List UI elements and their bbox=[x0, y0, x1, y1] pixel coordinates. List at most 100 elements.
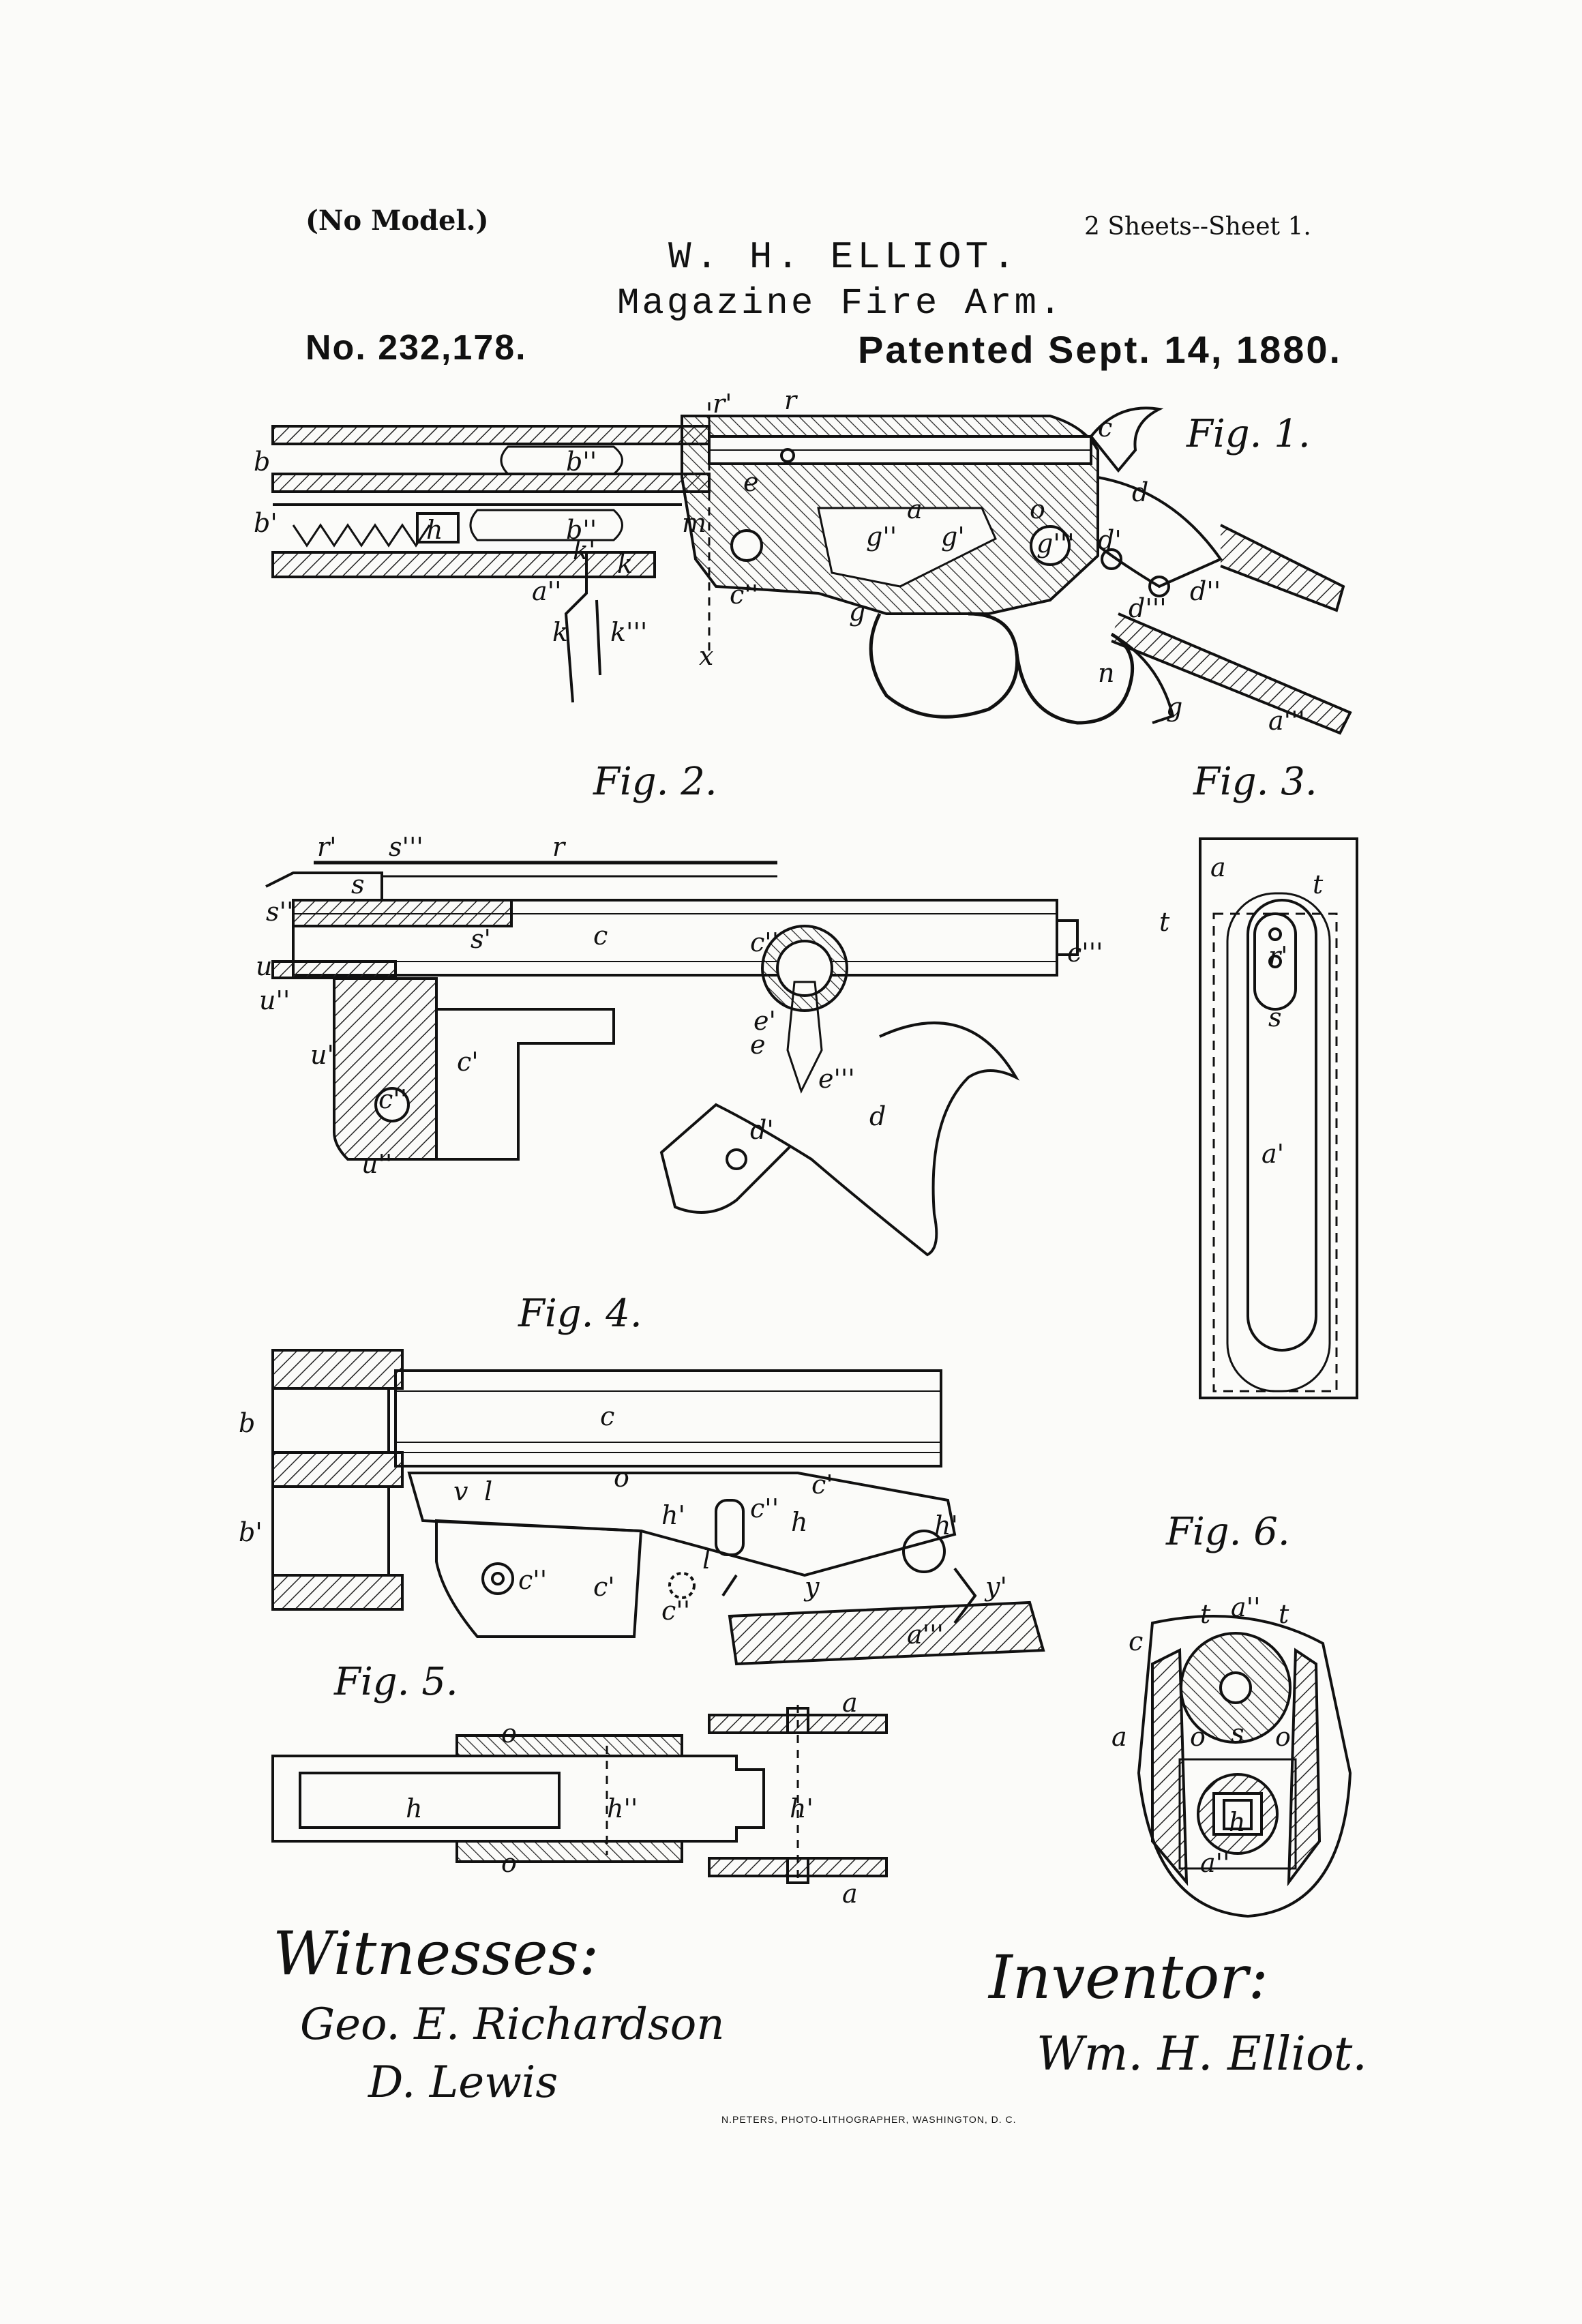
ref-fig1-b-dbl: b'' bbox=[566, 447, 597, 477]
ref-fig6-h: h bbox=[1229, 1807, 1245, 1837]
inventor-name-heading: W. H. ELLIOT. bbox=[668, 235, 1019, 279]
sheet-count: 2 Sheets--Sheet 1. bbox=[1084, 213, 1311, 241]
ref-fig4-c-dbl: c'' bbox=[518, 1565, 547, 1595]
fig2-carrier-arm bbox=[333, 977, 438, 1161]
ref-fig2-c-prime: c' bbox=[457, 1047, 479, 1077]
ref-fig1-k-2: k bbox=[552, 617, 568, 647]
ref-fig3-a: a bbox=[1210, 852, 1226, 882]
ref-fig4-c-dbl-2: c'' bbox=[750, 1493, 779, 1523]
witnesses-label: Witnesses: bbox=[273, 1918, 599, 1988]
ref-fig4-h-prime: h' bbox=[661, 1500, 685, 1530]
ref-fig1-k-prime: k' bbox=[573, 535, 595, 565]
ref-fig2-d-prime: d' bbox=[750, 1115, 774, 1145]
fig1-magazine-bottom-wall bbox=[271, 551, 656, 578]
fig1-stock-upper bbox=[1220, 524, 1345, 612]
ref-fig4-l: l bbox=[484, 1476, 492, 1506]
ref-fig2-u-dbl: u'' bbox=[259, 985, 290, 1015]
ref-fig1-b-dbl-2: b'' bbox=[566, 515, 597, 545]
ref-fig5-h-prime: h' bbox=[790, 1793, 814, 1823]
ref-fig6-s: s bbox=[1231, 1718, 1244, 1748]
fig1-cartridge-lower bbox=[469, 509, 623, 541]
ref-fig6-o-left: o bbox=[1190, 1722, 1206, 1752]
fig4-lever-pivot bbox=[902, 1530, 946, 1573]
witness-1-signature: Geo. E. Richardson bbox=[300, 1999, 725, 2050]
ref-fig1-d2: d'' bbox=[1190, 576, 1221, 606]
ref-fig1-r: r bbox=[784, 385, 799, 415]
fig4-barrel-top-wall bbox=[271, 1349, 404, 1390]
figure-4 bbox=[271, 1349, 1045, 1666]
fig3-slot bbox=[1247, 899, 1317, 1352]
ref-fig1-g: g bbox=[849, 597, 865, 627]
ref-fig2-s-triple: s''' bbox=[389, 832, 423, 862]
fig2-carrier-block bbox=[436, 1008, 615, 1161]
ref-fig2-u-dbl-2: u'' bbox=[361, 1149, 392, 1179]
figure-6 bbox=[1137, 1615, 1352, 1918]
ref-fig1-a-dbl: a'' bbox=[532, 576, 562, 606]
ref-fig2-s-dbl: s'' bbox=[266, 897, 293, 927]
ref-fig5-o-bottom: o bbox=[501, 1848, 517, 1878]
inventor-signature: Wm. H. Elliot. bbox=[1036, 2027, 1367, 2081]
ref-fig4-a-triple: a''' bbox=[907, 1620, 944, 1650]
ref-fig4-c-prime-top: c' bbox=[811, 1470, 833, 1500]
caption-fig-2: Fig. 2. bbox=[593, 760, 717, 804]
patent-title: Magazine Fire Arm. bbox=[617, 283, 1064, 325]
ref-fig1-d: d bbox=[1132, 477, 1148, 507]
fig1-cartridge-upper bbox=[500, 445, 623, 475]
ref-fig2-u-prime: u' bbox=[310, 1040, 334, 1070]
fig1-stock-lower bbox=[1111, 612, 1352, 735]
ref-fig1-e: e bbox=[743, 467, 759, 497]
fig5-lever-plan bbox=[271, 1755, 765, 1843]
ref-fig4-y: y bbox=[803, 1572, 820, 1602]
ref-fig4-o: o bbox=[614, 1463, 629, 1493]
ref-fig4-v: v bbox=[453, 1476, 468, 1506]
figure-captions: Fig. 1. Fig. 2. Fig. 3. Fig. 4. Fig. 5. … bbox=[333, 412, 1317, 1704]
ref-fig6-a: a bbox=[1111, 1722, 1127, 1752]
ref-fig1-r-prime: r' bbox=[713, 389, 732, 419]
caption-fig-4: Fig. 4. bbox=[518, 1292, 642, 1336]
inventor-label: Inventor: bbox=[987, 1942, 1268, 2012]
caption-fig-6: Fig. 6. bbox=[1165, 1510, 1290, 1554]
ref-fig2-e-triple: e''' bbox=[818, 1064, 855, 1094]
fig2-tumbler-link bbox=[786, 981, 823, 1094]
ref-fig2-r-prime: r' bbox=[317, 832, 337, 862]
ref-fig4-y-prime: y' bbox=[984, 1572, 1007, 1602]
ref-fig4-h-prime-2: h' bbox=[934, 1510, 958, 1540]
fig1-barrel-top-wall bbox=[271, 425, 711, 445]
fig4-bolt bbox=[394, 1369, 942, 1468]
ref-fig1-h: h bbox=[426, 515, 443, 545]
ref-fig2-s-prime: s' bbox=[471, 924, 491, 954]
ref-fig3-t-2: t bbox=[1159, 907, 1170, 937]
fig1-barrel-mid-wall bbox=[271, 473, 711, 493]
ref-fig2-d: d bbox=[869, 1101, 886, 1131]
ref-fig1-m: m bbox=[682, 508, 706, 538]
ref-fig4-h: h bbox=[791, 1507, 807, 1537]
fig2-hammer-plate bbox=[659, 1022, 1020, 1257]
fig1-follower bbox=[416, 512, 460, 543]
ref-fig5-h-dbl: h'' bbox=[607, 1793, 638, 1823]
ref-fig1-d1: d' bbox=[1098, 525, 1122, 555]
caption-fig-5: Fig. 5. bbox=[333, 1660, 458, 1704]
ref-fig5-a-bottom: a bbox=[842, 1879, 858, 1909]
fig6-outline bbox=[1137, 1615, 1352, 1918]
ref-fig4-c-dbl-3: c'' bbox=[661, 1596, 690, 1626]
ref-fig4-c-prime: c' bbox=[593, 1572, 615, 1602]
ref-fig2-e-prime: e' bbox=[753, 1006, 776, 1036]
ref-fig4-c: c bbox=[600, 1401, 614, 1431]
ref-fig6-a-dbl-top: a'' bbox=[1231, 1592, 1261, 1622]
ref-fig1-a-triple: a''' bbox=[1268, 706, 1305, 736]
ref-fig4-l-2: l bbox=[702, 1545, 711, 1575]
figure-3 bbox=[1199, 837, 1358, 1399]
ref-fig1-d3: d''' bbox=[1129, 593, 1167, 623]
fig1-hammer-spur bbox=[1089, 406, 1164, 473]
patent-number: No. 232,178. bbox=[305, 328, 527, 368]
figure-5 bbox=[271, 1705, 888, 1884]
fig3-frame bbox=[1199, 837, 1358, 1399]
fig1-pivot-pin bbox=[730, 529, 763, 562]
ref-fig1-a: a bbox=[907, 494, 923, 524]
ref-fig6-t-left: t bbox=[1200, 1599, 1211, 1629]
ref-fig1-g3: g''' bbox=[1036, 528, 1075, 558]
ref-fig1-n: n bbox=[1098, 658, 1114, 688]
ref-fig4-b-prime: b' bbox=[239, 1517, 263, 1547]
ref-fig2-e: e bbox=[750, 1030, 766, 1060]
